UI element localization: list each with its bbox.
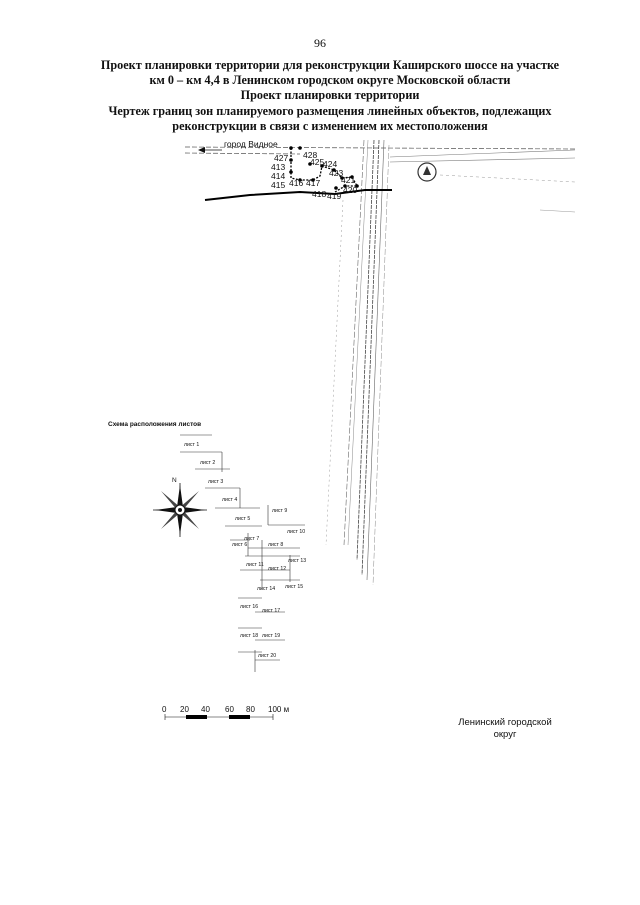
sheet-label: лист 9 bbox=[272, 508, 287, 514]
sheet-label: лист 1 bbox=[184, 442, 199, 448]
scale-tick-label: 20 bbox=[180, 705, 189, 714]
sheet-label: лист 20 bbox=[258, 653, 276, 659]
sheet-label: лист 10 bbox=[287, 529, 305, 535]
boundary-points bbox=[289, 146, 359, 190]
boundary-point bbox=[289, 158, 293, 162]
point-label: 419 bbox=[327, 191, 341, 201]
road-edge-left bbox=[184, 152, 301, 155]
boundary-point bbox=[320, 164, 324, 168]
district-label: Ленинский городской округ bbox=[440, 717, 570, 741]
point-label: 428 bbox=[303, 150, 317, 160]
north-label: N bbox=[172, 477, 177, 484]
road-stub bbox=[539, 209, 576, 213]
point-label: 424 bbox=[323, 159, 337, 169]
boundary-point bbox=[289, 170, 293, 174]
sheet-label: лист 5 bbox=[235, 516, 250, 522]
scale-segment bbox=[186, 715, 207, 719]
scale-tick-label: 40 bbox=[201, 705, 210, 714]
sheet-label: лист 14 bbox=[257, 586, 275, 592]
roundabout bbox=[417, 162, 437, 182]
sheet-frames bbox=[180, 434, 305, 672]
highway-line-2 bbox=[347, 139, 369, 546]
boundary-point bbox=[350, 175, 354, 179]
highway-line-1 bbox=[343, 139, 365, 546]
sheet-label: лист 4 bbox=[222, 497, 237, 503]
sheet-label: лист 12 bbox=[268, 566, 286, 572]
zone-boundary-line bbox=[204, 189, 392, 201]
point-labels: 427 428 413 425 424 414 423 415 416 417 … bbox=[271, 150, 357, 201]
scale-tick-label: 60 bbox=[225, 705, 234, 714]
sheet-label: лист 15 bbox=[285, 584, 303, 590]
road-edge-top bbox=[184, 146, 576, 150]
sheet-label: лист 19 bbox=[262, 633, 280, 639]
boundary-point bbox=[289, 146, 293, 150]
scale-segment bbox=[229, 715, 250, 719]
highway-line-6 bbox=[372, 144, 390, 586]
sheet-label: лист 13 bbox=[288, 558, 306, 564]
title-line-2: км 0 – км 4,4 в Ленинском городском окру… bbox=[149, 73, 511, 87]
title-line-4: Чертеж границ зон планируемого размещени… bbox=[108, 104, 552, 118]
point-label: 420 bbox=[343, 185, 357, 195]
point-label: 414 bbox=[271, 171, 285, 181]
road-edge-right bbox=[389, 149, 576, 158]
district-label-line-1: Ленинский городской bbox=[458, 717, 552, 728]
point-label: 415 bbox=[271, 180, 285, 190]
point-label: 421 bbox=[341, 175, 355, 185]
scale-bar: 0 20 40 60 80 100 м bbox=[162, 705, 289, 720]
point-label: 423 bbox=[329, 168, 343, 178]
roundabout-marker bbox=[423, 166, 431, 175]
title-line-1: Проект планировки территории для реконст… bbox=[100, 58, 560, 72]
boundary-point bbox=[334, 186, 338, 190]
point-label: 416 bbox=[289, 178, 303, 188]
highway-line-3 bbox=[356, 139, 375, 561]
compass-rose: N bbox=[153, 477, 207, 537]
sheet-label: лист 16 bbox=[240, 604, 258, 610]
page-number: 96 bbox=[314, 36, 326, 50]
district-label-line-2: округ bbox=[493, 729, 517, 740]
sheet-label: лист 11 bbox=[246, 562, 264, 568]
boundary-point bbox=[355, 184, 359, 188]
sheet-label: лист 3 bbox=[208, 479, 223, 485]
sheet-label: лист 2 bbox=[200, 460, 215, 466]
point-label: 427 bbox=[274, 153, 288, 163]
road-edge-far bbox=[439, 174, 576, 183]
boundary-point bbox=[308, 162, 312, 166]
highway-line-5 bbox=[366, 139, 385, 581]
point-label: 413 bbox=[271, 162, 285, 172]
point-label: 417 bbox=[306, 178, 320, 188]
scale-tick-label: 80 bbox=[246, 705, 255, 714]
sheet-scheme: Схема расположения листов bbox=[108, 421, 306, 672]
city-label: город Видное bbox=[224, 139, 278, 149]
map-fragment: город Видное bbox=[184, 139, 576, 586]
point-label: 425 bbox=[310, 157, 324, 167]
scale-tick-label: 100 м bbox=[268, 705, 289, 714]
sheet-label: лист 6 bbox=[232, 542, 247, 548]
city-arrow-head bbox=[198, 147, 205, 153]
boundary-point bbox=[298, 178, 302, 182]
sheet-label: лист 8 bbox=[268, 542, 283, 548]
boundary-point bbox=[311, 178, 315, 182]
sheet-labels: лист 1 лист 2 лист 3 лист 4 лист 5 лист … bbox=[184, 442, 306, 659]
boundary-point bbox=[332, 168, 336, 172]
sheet-label: лист 18 bbox=[240, 633, 258, 639]
scale-tick-label: 0 bbox=[162, 705, 167, 714]
boundary-point bbox=[343, 184, 347, 188]
point-label: 418 bbox=[312, 189, 326, 199]
title-line-3: Проект планировки территории bbox=[240, 88, 420, 102]
scheme-title: Схема расположения листов bbox=[108, 421, 201, 428]
highway-line-4 bbox=[361, 139, 380, 576]
road-edge-right-2 bbox=[389, 157, 576, 163]
boundary-point bbox=[298, 146, 302, 150]
title-line-5: реконструкции в связи с изменением их ме… bbox=[172, 119, 488, 133]
highway-edge-left bbox=[325, 199, 344, 546]
sheet-label: лист 17 bbox=[262, 608, 280, 614]
sheet-label: лист 7 bbox=[244, 536, 259, 542]
boundary-point bbox=[340, 176, 344, 180]
